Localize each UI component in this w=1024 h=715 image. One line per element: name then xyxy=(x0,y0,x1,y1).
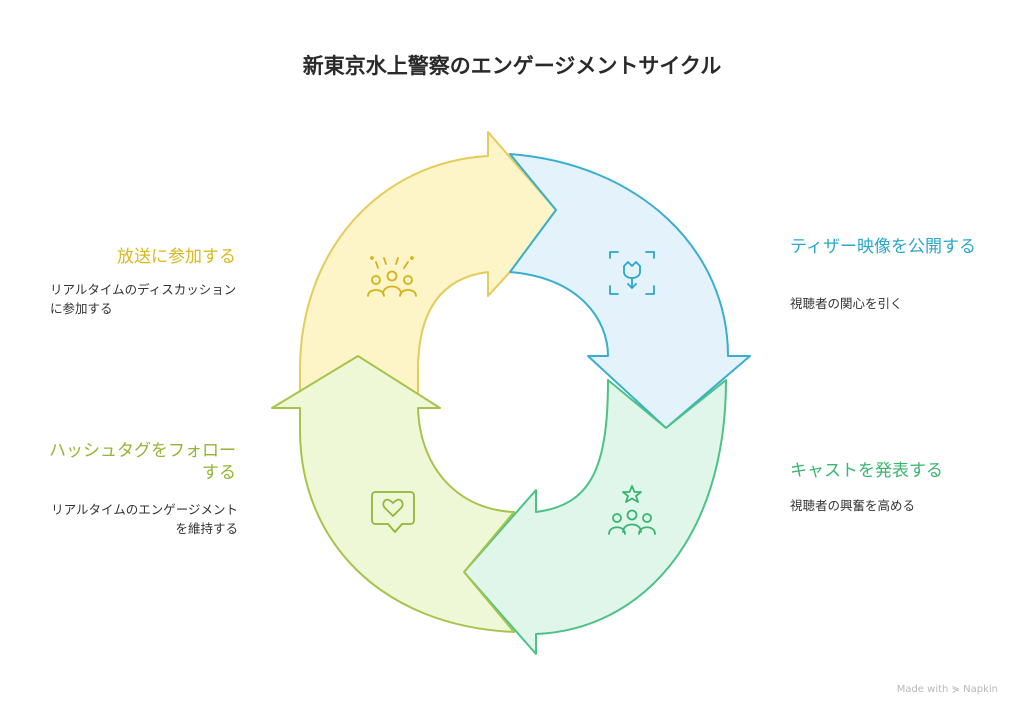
teaser-stage-title: ティザー映像を公開する xyxy=(790,237,976,257)
heart-message-icon xyxy=(371,491,415,533)
page-title: 新東京水上警察のエンゲージメントサイクル xyxy=(302,54,722,78)
napkin-logo-icon: ⋟ xyxy=(951,684,960,695)
napkin-brand-label: Napkin xyxy=(963,684,998,695)
cycle-segment-hashtag xyxy=(271,355,515,633)
made-with-napkin-credit: Made with ⋟ Napkin xyxy=(897,684,998,695)
star-people-icon xyxy=(608,485,656,535)
broadcast-stage-title: 放送に参加する xyxy=(117,247,236,267)
cycle-segment-broadcast xyxy=(299,131,557,409)
cycle-segment-cast xyxy=(463,379,727,655)
cast-stage-description: 視聴者の興奮を高める xyxy=(790,498,916,513)
cast-stage-title: キャストを発表する xyxy=(790,461,943,481)
flower-frame-icon xyxy=(609,251,655,295)
hashtag-stage-description: リアルタイムのエンゲージメントを維持する xyxy=(51,502,238,536)
teaser-stage-description: 視聴者の関心を引く xyxy=(790,296,903,311)
made-with-label: Made with xyxy=(896,684,949,695)
cycle-segment-teaser xyxy=(509,153,751,429)
hashtag-stage-title: ハッシュタグをフォローする xyxy=(49,441,236,483)
broadcast-stage-description: リアルタイムのディスカッションに参加する xyxy=(50,282,237,316)
celebrating-group-icon xyxy=(367,256,417,297)
